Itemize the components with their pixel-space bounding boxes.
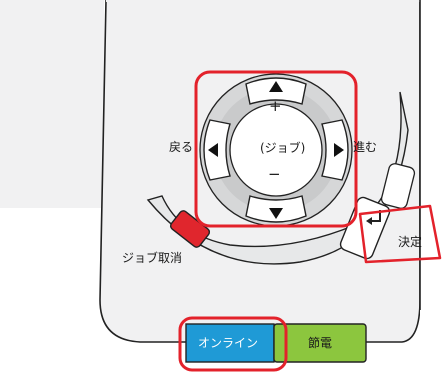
cancel-job-button[interactable] (169, 209, 211, 249)
highlight-box-online (178, 316, 288, 372)
back-label: 戻る (169, 140, 194, 154)
triangle-down-icon (269, 208, 283, 219)
up-button[interactable] (245, 77, 307, 105)
arc-segment-upper (380, 163, 416, 209)
online-button[interactable] (185, 323, 275, 363)
return-arrow-icon (370, 210, 381, 222)
forward-label: 進む (353, 140, 378, 154)
triangle-up-icon (269, 81, 283, 92)
highlight-box-dial (194, 70, 358, 228)
job-center-label: (ジョブ) (260, 141, 306, 155)
cancel-job-label: ジョブ取消 (122, 251, 183, 265)
power-save-label: 節電 (308, 336, 333, 350)
job-center-button[interactable] (229, 103, 323, 197)
down-button[interactable] (245, 195, 307, 223)
arc-track (146, 91, 409, 265)
power-save-button[interactable] (273, 323, 367, 363)
triangle-right-icon (334, 143, 344, 157)
online-label: オンライン (198, 336, 259, 350)
forward-button[interactable] (321, 119, 349, 181)
enter-label: 決定 (398, 235, 423, 249)
background-panel-left (0, 0, 104, 208)
plus-symbol: + (269, 97, 282, 115)
minus-symbol: − (268, 165, 281, 183)
back-button[interactable] (203, 119, 231, 181)
highlight-box-enter (358, 204, 442, 264)
triangle-left-icon (208, 143, 218, 157)
